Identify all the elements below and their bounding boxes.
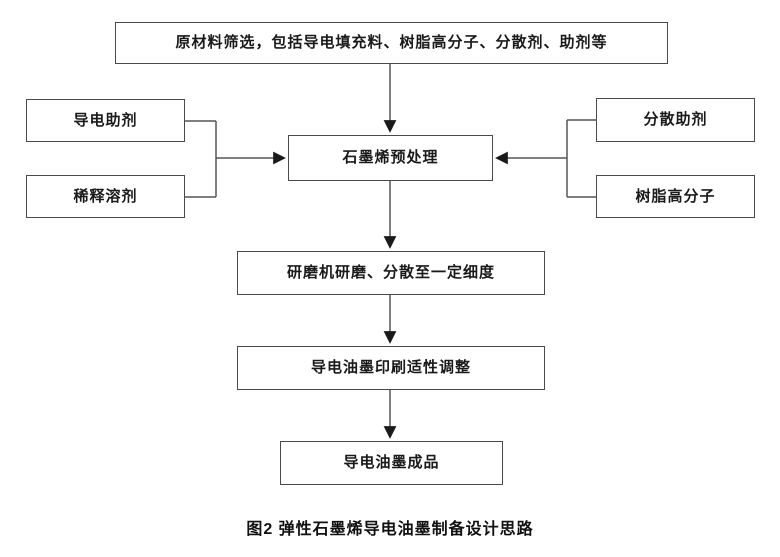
node-graphene-pretreatment: 石墨烯预处理 <box>288 135 493 181</box>
node-label: 原材料筛选，包括导电填充料、树脂高分子、分散剂、助剂等 <box>175 34 608 51</box>
node-label: 导电油墨印刷适性调整 <box>310 359 471 376</box>
node-conductive-additive: 导电助剂 <box>26 99 185 142</box>
node-raw-material-selection: 原材料筛选，包括导电填充料、树脂高分子、分散剂、助剂等 <box>115 22 668 64</box>
node-resin-polymer: 树脂高分子 <box>596 175 755 218</box>
node-label: 分散助剂 <box>643 111 708 128</box>
node-label: 研磨机研磨、分散至一定细度 <box>286 264 495 281</box>
figure-caption: 图2 弹性石墨烯导电油墨制备设计思路 <box>246 521 534 538</box>
node-grinding-dispersing: 研磨机研磨、分散至一定细度 <box>237 251 545 295</box>
node-label: 导电助剂 <box>73 111 138 129</box>
node-label: 树脂高分子 <box>635 187 716 205</box>
node-finished-ink: 导电油墨成品 <box>280 441 503 485</box>
node-diluent-solvent: 稀释溶剂 <box>26 175 185 218</box>
node-printability-adjustment: 导电油墨印刷适性调整 <box>237 346 545 390</box>
node-label: 稀释溶剂 <box>73 187 138 205</box>
node-dispersing-aid: 分散助剂 <box>596 98 755 142</box>
node-label: 导电油墨成品 <box>343 454 440 471</box>
node-label: 石墨烯预处理 <box>342 149 439 166</box>
